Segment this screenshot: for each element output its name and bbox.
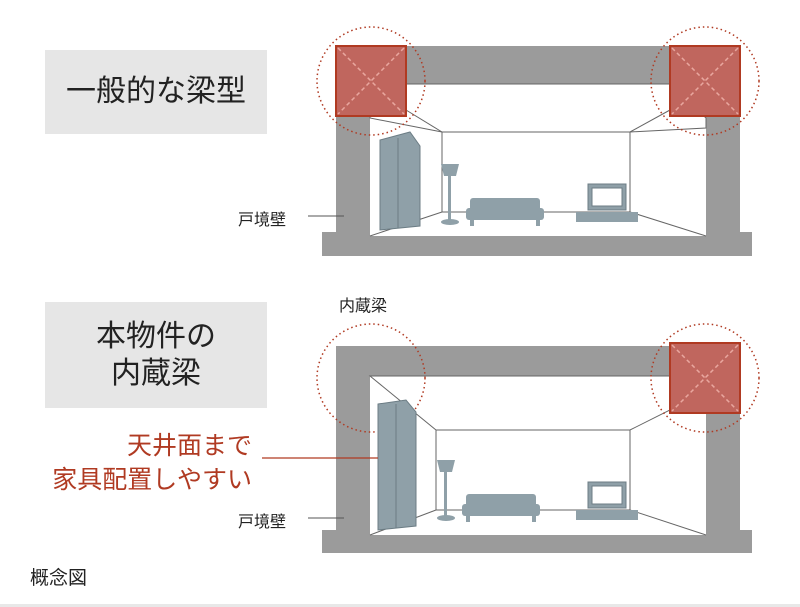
callout-text-line2: 家具配置しやすい: [52, 465, 252, 494]
sofa-this: [462, 494, 540, 522]
room-general: [308, 26, 760, 256]
beam-right-general: [650, 26, 760, 136]
this-property-title-line2: 内蔵梁: [111, 356, 201, 391]
beam-right-this: [650, 323, 760, 433]
tv-this: [576, 481, 638, 520]
bottom-divider: [0, 604, 800, 607]
ceiling-flush-this: [368, 375, 671, 431]
general-beam-title: 一般的な梁型: [45, 50, 267, 134]
this-property-title: 本物件の 内蔵梁: [45, 302, 267, 408]
ceiling-drop-general: [369, 83, 707, 133]
room-this-property: [262, 323, 760, 553]
wall-label-this: 戸境壁: [238, 512, 287, 531]
hidden-beam-label: 内蔵梁: [339, 296, 388, 315]
sofa-general: [466, 198, 544, 226]
callout-text-line1: 天井面まで: [126, 431, 252, 460]
beam-left-general: [316, 26, 426, 136]
floor-lamp-general: [441, 164, 459, 225]
floor-lamp-this: [437, 460, 455, 521]
cabinet-this: [377, 399, 417, 531]
wall-label-general: 戸境壁: [238, 210, 287, 229]
concept-label: 概念図: [30, 567, 88, 589]
hidden-beam-left: [316, 323, 426, 433]
cabinet-general: [379, 131, 421, 231]
tv-general: [576, 183, 638, 222]
general-beam-title-text: 一般的な梁型: [66, 74, 246, 110]
this-property-title-line1: 本物件の: [96, 318, 216, 354]
